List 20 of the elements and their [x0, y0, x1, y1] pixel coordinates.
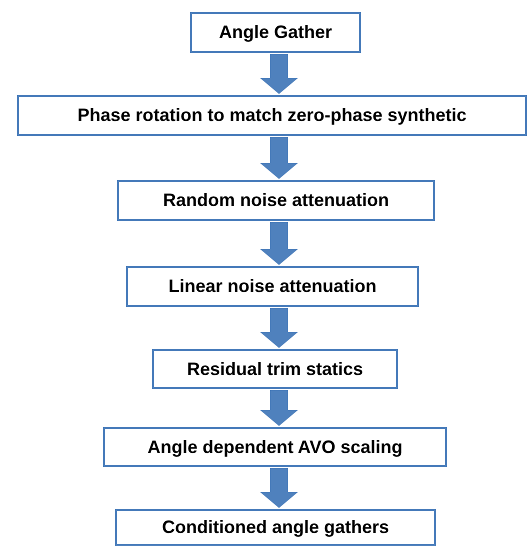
- step-label: Phase rotation to match zero-phase synthetic: [77, 104, 467, 127]
- step-label: Residual trim statics: [186, 358, 364, 380]
- process-box: [190, 12, 361, 53]
- block-arrow: [260, 137, 298, 179]
- block-arrow: [260, 222, 298, 265]
- step-label: Angle dependent AVO scaling: [147, 436, 403, 459]
- block-arrow: [260, 308, 298, 348]
- process-box: [152, 349, 398, 389]
- process-box: [17, 95, 527, 136]
- step-label: Linear noise attenuation: [168, 275, 377, 298]
- block-arrow: [260, 54, 298, 94]
- process-box: [117, 180, 435, 221]
- process-box: [103, 427, 447, 467]
- step-label: Conditioned angle gathers: [162, 516, 389, 539]
- step-label: Angle Gather: [218, 21, 332, 44]
- process-box: [126, 266, 419, 307]
- process-box: [115, 509, 436, 546]
- block-arrow: [260, 468, 298, 508]
- step-label: Random noise attenuation: [162, 189, 389, 212]
- block-arrow: [260, 390, 298, 426]
